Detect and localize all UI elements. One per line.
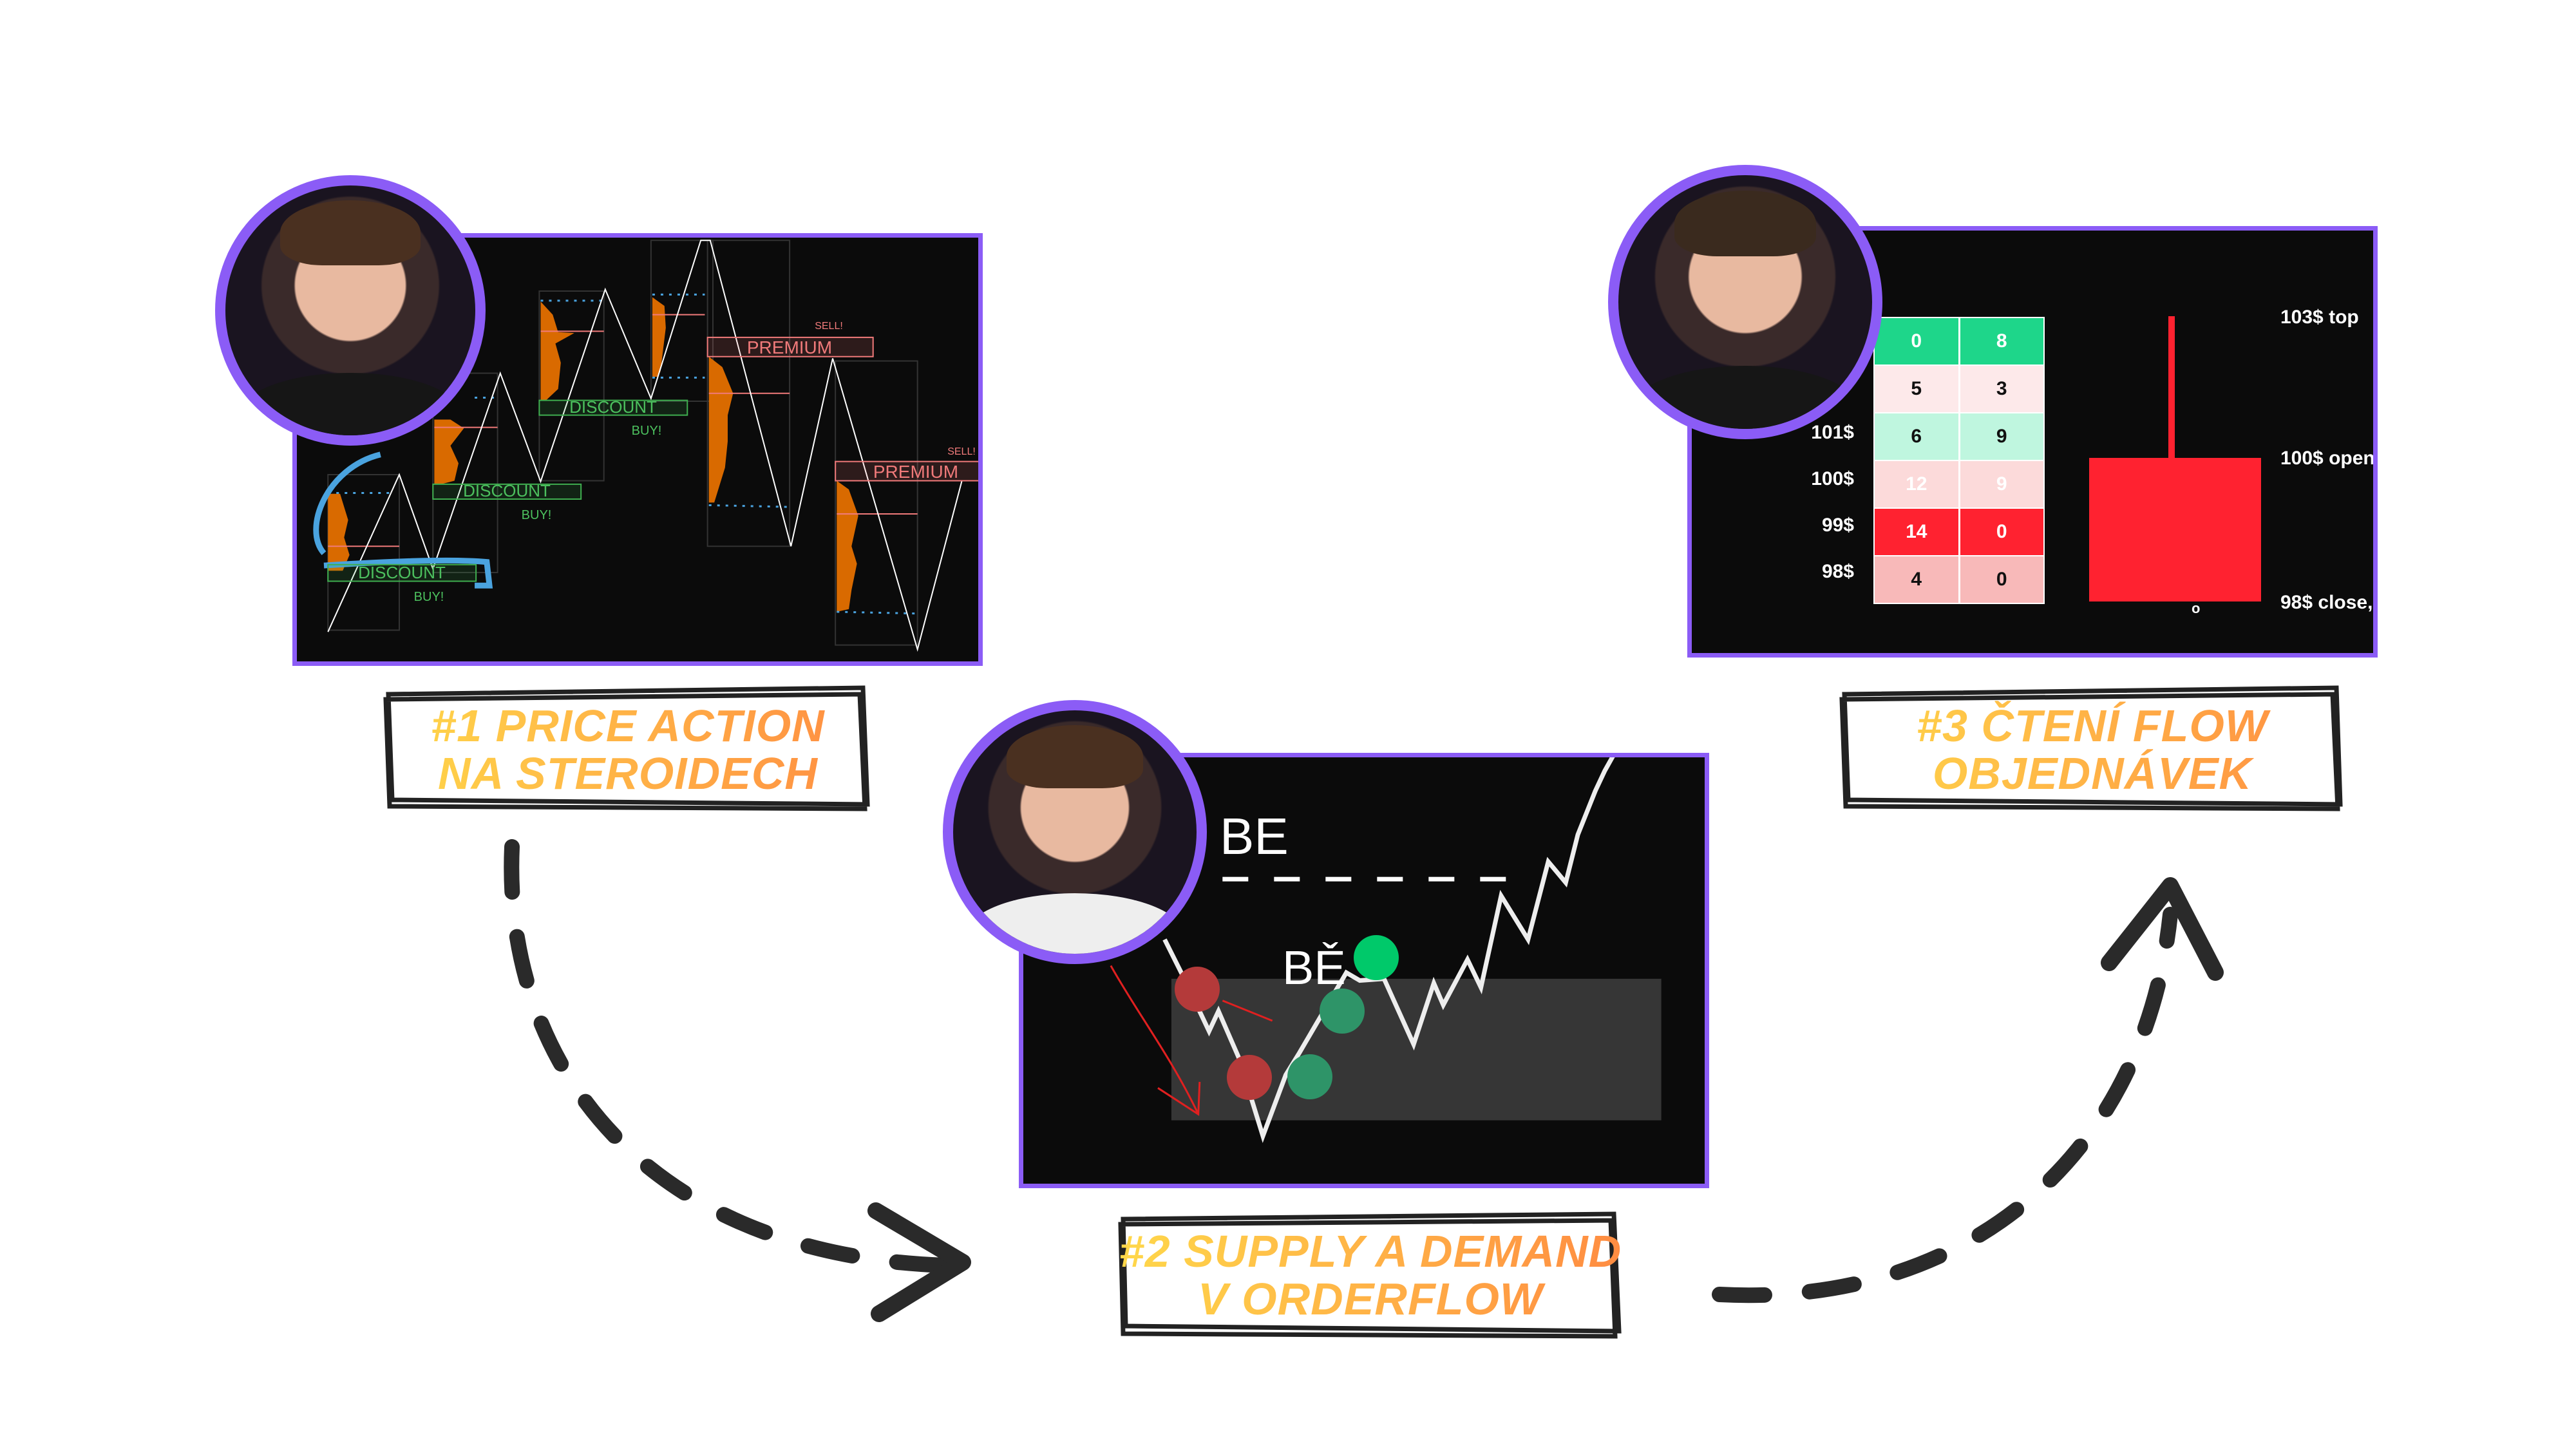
svg-text:PREMIUM: PREMIUM (873, 462, 958, 482)
arrowhead-2-icon (2101, 877, 2224, 981)
sketch-frame (1839, 685, 2343, 811)
price-label: 98$ (1821, 561, 1854, 582)
footprint-ask-cell: 0 (1958, 509, 2043, 555)
svg-text:BUY!: BUY! (414, 590, 444, 604)
presenter-avatar-2 (943, 700, 1207, 964)
section-title-3: #3 Čtení flowobjednávek (1839, 685, 2345, 814)
premium-zone-1-box (708, 337, 873, 357)
sell-order-dot (1227, 1055, 1272, 1100)
discount-zone-1: DISCOUNT BUY! (358, 563, 446, 604)
dashed-arrow-1 (504, 839, 954, 1273)
svg-text:SELL!: SELL! (947, 446, 976, 457)
title-line-1: #1 Price Action (431, 701, 825, 751)
footprint-bid-cell: 4 (1875, 556, 1958, 603)
premium-zone-2: PREMIUM SELL! (873, 446, 976, 482)
svg-text:BUY!: BUY! (632, 424, 662, 438)
title-line-2: na steroidech (438, 748, 818, 799)
sketch-frame (1118, 1211, 1622, 1339)
presenter-avatar-3 (1608, 165, 1882, 439)
section-title-1: #1 Price Actionna steroidech (383, 685, 873, 814)
sketch-frame (383, 685, 870, 811)
section-title-2: #2 Supply a Demandv orderflow (1118, 1210, 1623, 1340)
be-label-mid: BĚ (1282, 941, 1346, 994)
candle-body (2089, 458, 2261, 601)
price-label: 100$ (1811, 468, 1854, 489)
discount-zone-1-box (328, 565, 476, 582)
sell-order-dot (1175, 967, 1220, 1012)
presenter-avatar-1 (215, 175, 486, 446)
footprint-ask-cell: 3 (1958, 366, 2043, 412)
svg-text:DISCOUNT: DISCOUNT (358, 563, 446, 582)
price-action-chart: DISCOUNT BUY! DISCOUNT BUY! DISCOUNT BUY… (297, 238, 978, 666)
discount-zone-2: DISCOUNT BUY! (463, 481, 551, 522)
candle-marker: o (2192, 600, 2201, 616)
candle-label-top: 103$ top (2280, 307, 2359, 328)
supply-demand-chart: BE BĚ (1023, 757, 1662, 1188)
candle-wick (2168, 316, 2175, 459)
svg-text:DISCOUNT: DISCOUNT (569, 397, 657, 417)
footprint-ask-cell: 8 (1958, 318, 2043, 365)
be-label-top: BE (1220, 808, 1289, 865)
footprint-bid-cell: 6 (1875, 413, 1958, 460)
supply-demand-screenshot: BE BĚ (1019, 753, 1709, 1188)
footprint-ask-cell: 0 (1958, 556, 2043, 603)
svg-text:SELL!: SELL! (815, 321, 843, 332)
premium-zone-2-box (835, 462, 978, 481)
footprint-bid-cell: 12 (1875, 461, 1958, 507)
title-line-1: #3 Čtení flow (1917, 701, 2268, 751)
premium-zone-1: PREMIUM SELL! (747, 321, 843, 357)
buy-order-dot (1287, 1054, 1332, 1099)
footprint-bid-cell: 14 (1875, 509, 1958, 555)
title-line-1: #2 Supply a Demand (1119, 1226, 1622, 1276)
buy-order-dot (1320, 989, 1365, 1034)
title-line-2: v orderflow (1198, 1274, 1543, 1324)
arrowhead-1-icon (867, 1202, 971, 1322)
price-label: 99$ (1821, 515, 1854, 536)
discount-zone-3: DISCOUNT BUY! (569, 397, 661, 438)
discount-zone-3-box (539, 401, 687, 415)
footprint-bid-cell: 5 (1875, 366, 1958, 412)
svg-text:PREMIUM: PREMIUM (747, 337, 832, 357)
candle-label-open: 100$ open (2280, 448, 2375, 469)
svg-text:DISCOUNT: DISCOUNT (463, 481, 551, 500)
candle-label-close: 98$ close, (2280, 592, 2373, 613)
footprint-ask-cell: 9 (1958, 413, 2043, 460)
dashed-arrow-2 (1712, 907, 2178, 1303)
svg-text:BUY!: BUY! (522, 508, 552, 522)
buy-order-dot (1354, 935, 1399, 980)
title-line-2: objednávek (1932, 748, 2253, 799)
price-zigzag (328, 240, 961, 649)
footprint-bid-cell: 0 (1875, 318, 1958, 365)
discount-zone-2-box (433, 484, 581, 499)
footprint-ask-cell: 9 (1958, 461, 2043, 507)
price-axis: 101$100$99$98$ (1776, 317, 1854, 595)
